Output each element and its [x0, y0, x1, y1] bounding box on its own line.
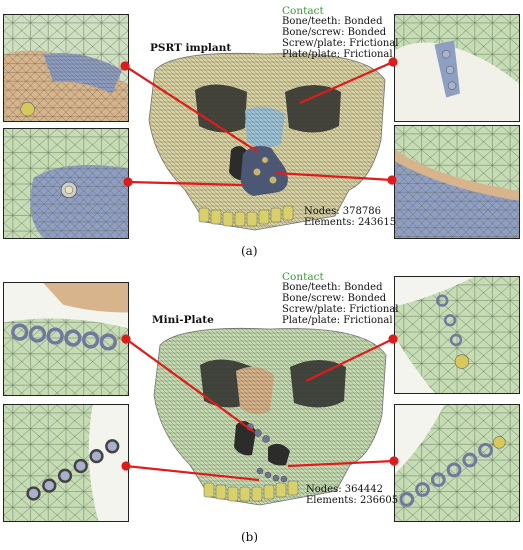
contact-line-a-3: Screw/plate: Frictional	[282, 38, 399, 49]
contact-title-b: Contact	[282, 271, 324, 283]
elements-count-a: Elements: 243615	[304, 217, 397, 228]
subfigure-label-b: (b)	[241, 530, 259, 544]
detail-panel-b-top-left	[3, 282, 129, 396]
contact-line-b-1: Bone/teeth: Bonded	[282, 282, 383, 293]
contact-title-a: Contact	[282, 5, 324, 17]
nodes-count-b: Nodes: 364442	[306, 484, 383, 495]
detail-panel-a-top-left	[3, 14, 129, 122]
contact-line-b-2: Bone/screw: Bonded	[282, 293, 387, 304]
contact-line-a-1: Bone/teeth: Bonded	[282, 16, 383, 27]
implant-label-a: PSRT implant	[150, 42, 232, 54]
detail-panel-b-bottom-left	[3, 404, 129, 522]
detail-panel-a-bottom-right	[394, 125, 520, 239]
contact-line-b-3: Screw/plate: Frictional	[282, 304, 399, 315]
nodes-count-a: Nodes: 378786	[304, 206, 381, 217]
detail-panel-a-bottom-left	[3, 128, 129, 239]
subfigure-label-a: (a)	[241, 244, 258, 258]
implant-label-b: Mini-Plate	[152, 314, 214, 326]
detail-panel-b-top-right	[394, 276, 520, 394]
contact-line-b-4: Plate/plate: Frictional	[282, 315, 393, 326]
detail-panel-b-bottom-right	[394, 404, 520, 522]
contact-line-a-2: Bone/screw: Bonded	[282, 27, 387, 38]
elements-count-b: Elements: 236605	[306, 495, 399, 506]
contact-line-a-4: Plate/plate: Frictional	[282, 49, 393, 60]
detail-panel-a-top-right	[394, 14, 520, 122]
